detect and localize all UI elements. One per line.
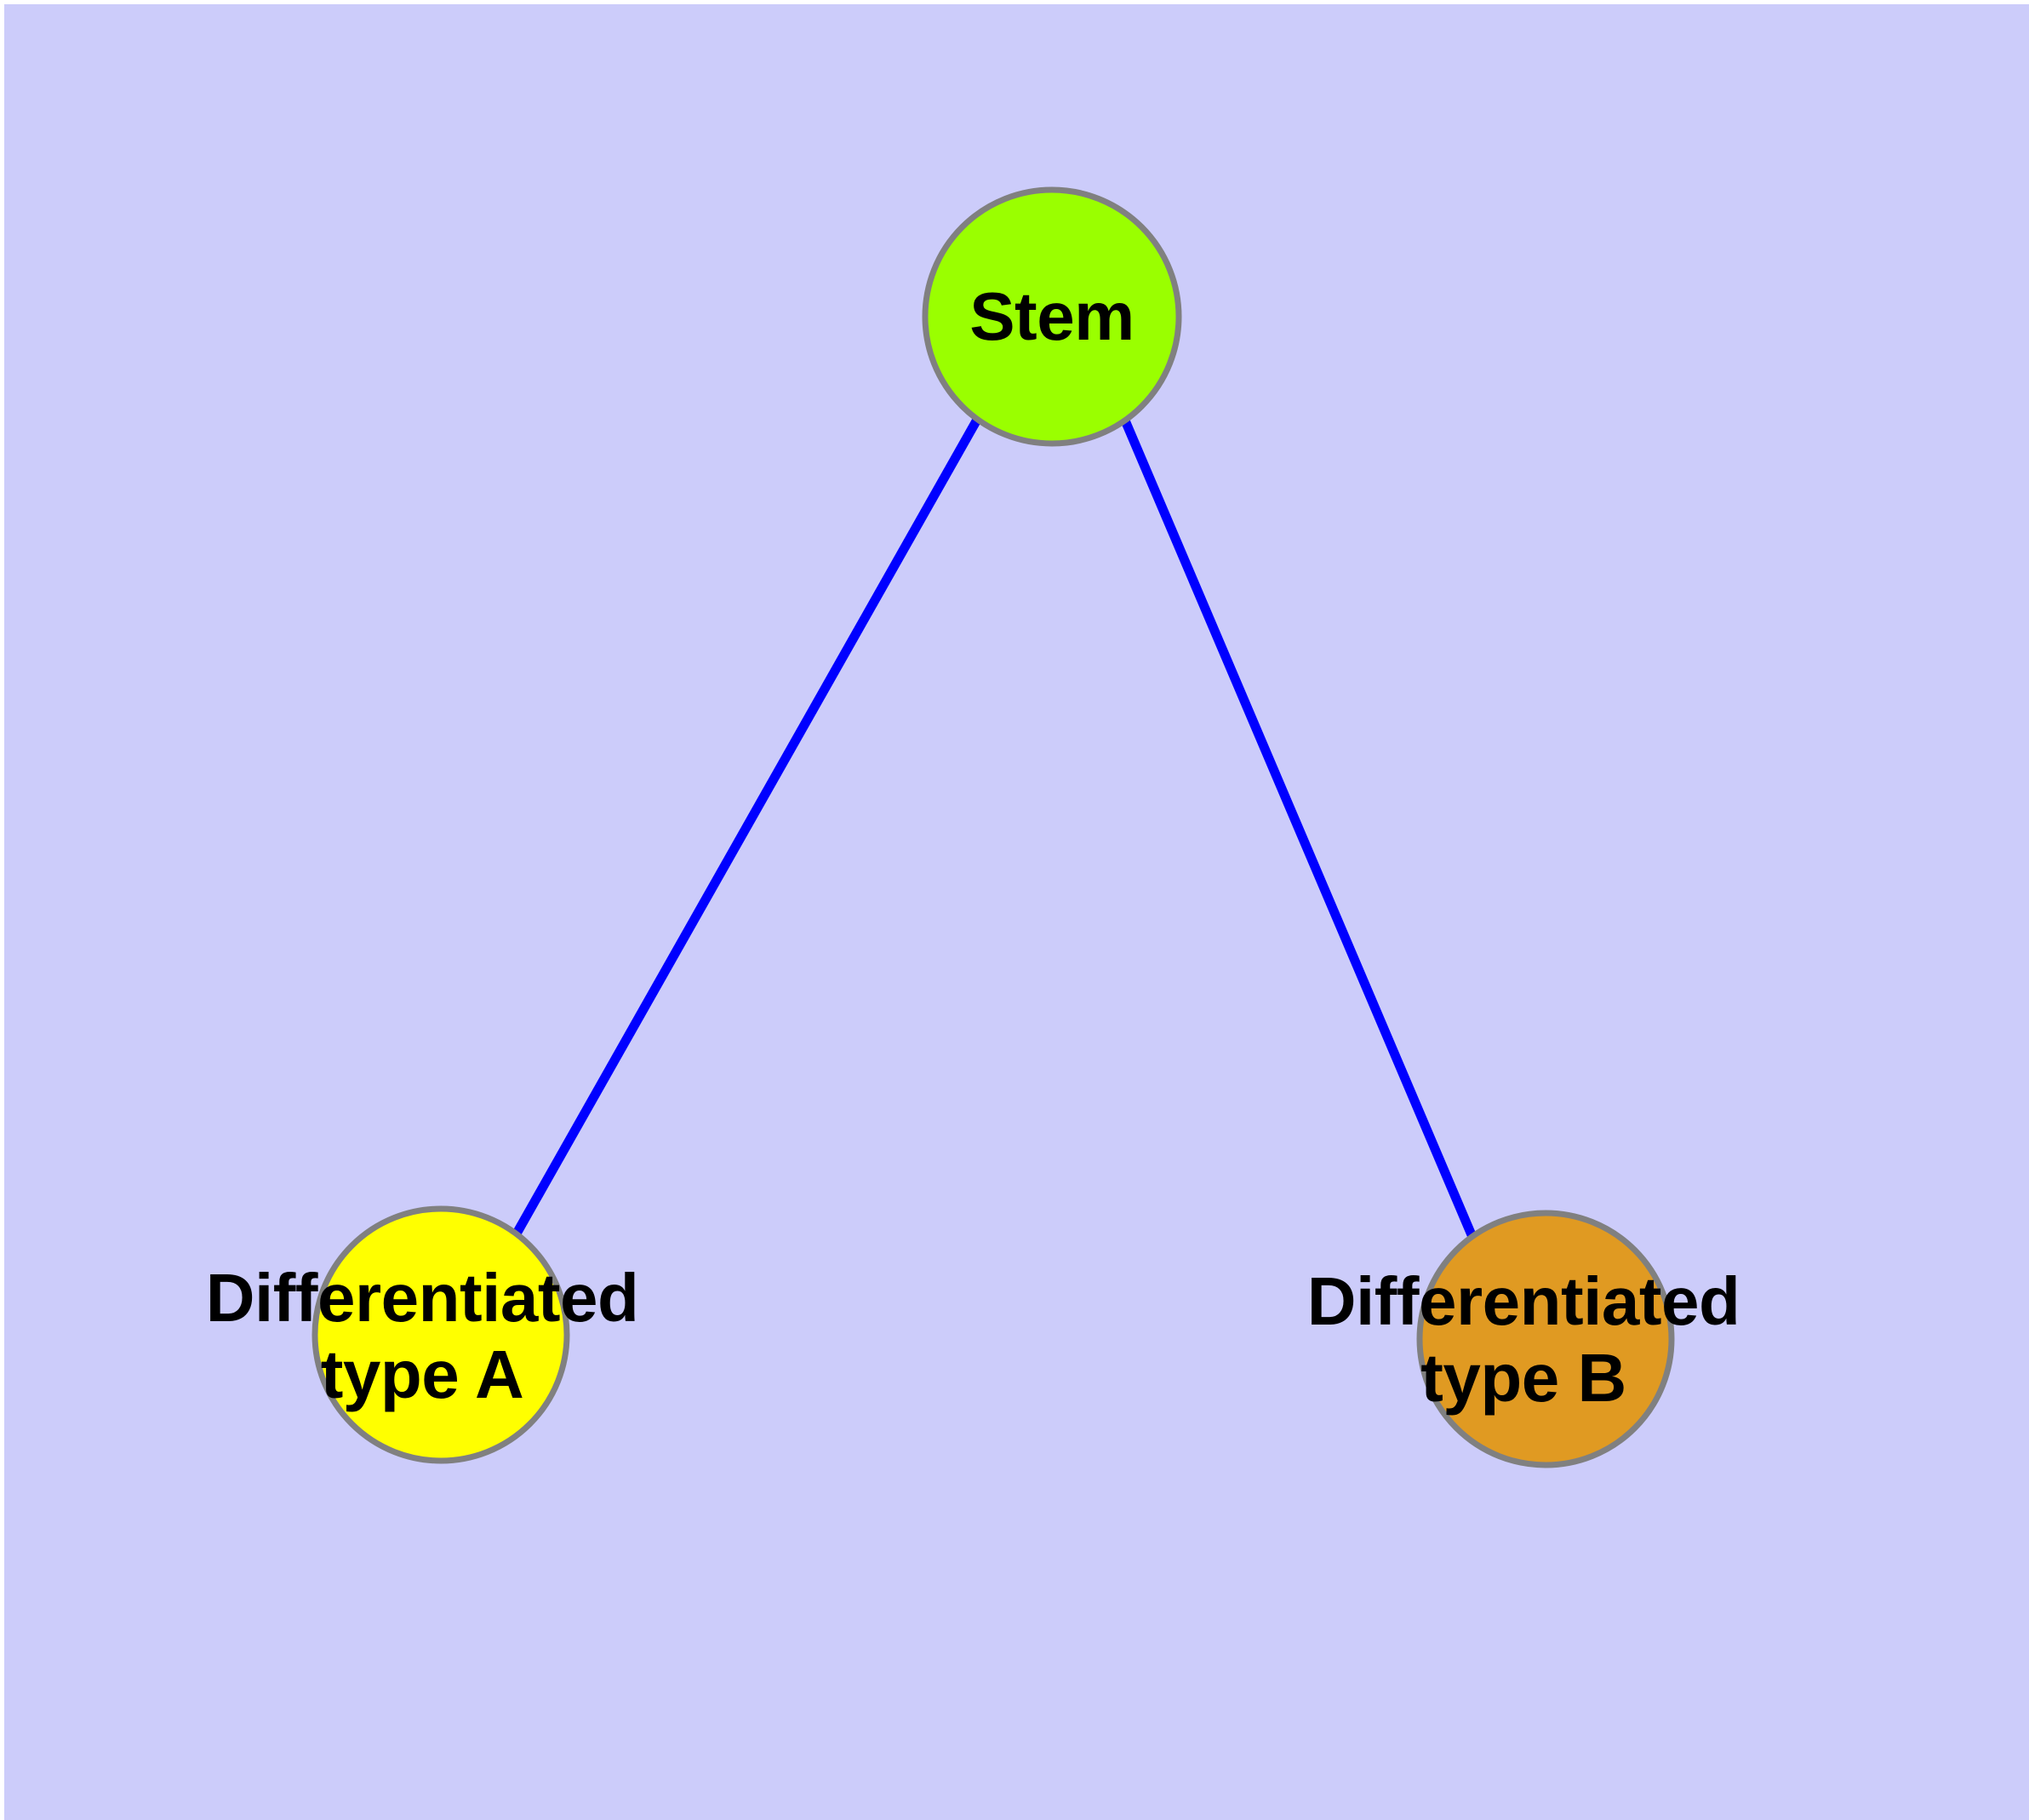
edge-stem-to-diff-a[interactable] (512, 417, 981, 1236)
node-diff-b[interactable] (1416, 1210, 1675, 1468)
edge-stem-to-diff-b[interactable] (1120, 418, 1477, 1239)
edges-layer (512, 417, 1477, 1239)
node-diff-a[interactable] (311, 1205, 570, 1464)
node-stem[interactable] (922, 186, 1182, 447)
nodes-layer (311, 186, 1675, 1468)
